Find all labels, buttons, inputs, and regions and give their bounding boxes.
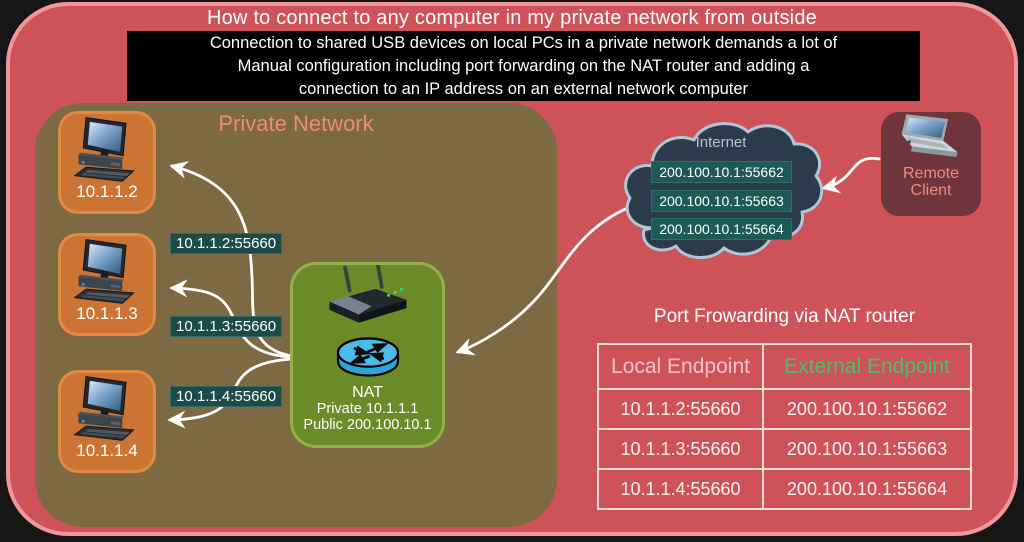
private-network-label: Private Network [218, 111, 374, 136]
pc-ip-label: 10.1.1.2 [76, 182, 138, 201]
port-forwarding-table: Local Endpoint External Endpoint 10.1.1.… [597, 343, 972, 510]
internet-label: Internet [695, 134, 747, 151]
desktop-computer-icon [73, 117, 135, 182]
external-endpoint-header: External Endpoint [762, 343, 972, 390]
table-row: 10.1.1.2:55660 200.100.10.1:55662 [597, 388, 972, 430]
table-cell: 10.1.1.3:55660 [597, 428, 764, 470]
router-symbol-icon [336, 337, 399, 377]
port-label-3: 10.1.1.4:55660 [170, 386, 283, 407]
port-label-2: 10.1.1.3:55660 [170, 316, 283, 337]
pc-box-1: 10.1.1.2 [58, 111, 156, 214]
nat-router-box: NAT Private 10.1.1.1 Public 200.100.10.1 [290, 262, 445, 448]
internet-cloud: Internet 200.100.10.1:55662 200.100.10.1… [616, 116, 826, 274]
table-cell: 10.1.1.4:55660 [597, 468, 764, 510]
port-table-title: Port Frowarding via NAT router [653, 306, 916, 327]
external-endpoint-1: 200.100.10.1:55662 [651, 161, 792, 183]
note-line: connection to an IP address on an extern… [298, 80, 749, 98]
laptop-icon [901, 114, 958, 158]
note-line: Manual configuration including port forw… [237, 57, 810, 75]
pc-ip-label: 10.1.1.3 [76, 304, 138, 323]
table-cell: 200.100.10.1:55663 [762, 428, 972, 470]
nat-public-ip: Public 200.100.10.1 [303, 417, 432, 433]
pc-box-2: 10.1.1.3 [58, 233, 156, 336]
table-row: 10.1.1.4:55660 200.100.10.1:55664 [597, 468, 972, 510]
table-cell: 200.100.10.1:55664 [762, 468, 972, 510]
nat-label: NAT [352, 384, 383, 401]
external-endpoint-3: 200.100.10.1:55664 [651, 218, 792, 240]
remote-client-box: Remote Client [881, 112, 981, 216]
description-note: Connection to shared USB devices on loca… [127, 31, 920, 101]
desktop-computer-icon [73, 239, 135, 304]
remote-client-label: Remote Client [902, 165, 960, 199]
port-label-1: 10.1.1.2:55660 [170, 233, 283, 254]
table-cell: 200.100.10.1:55662 [762, 388, 972, 430]
nat-private-ip: Private 10.1.1.1 [316, 401, 419, 417]
table-header-row: Local Endpoint External Endpoint [597, 343, 972, 390]
table-cell: 10.1.1.2:55660 [597, 388, 764, 430]
local-endpoint-header: Local Endpoint [597, 343, 764, 390]
page-title: How to connect to any computer in my pri… [207, 7, 817, 29]
pc-box-3: 10.1.1.4 [58, 370, 156, 473]
wireless-router-icon [329, 265, 406, 323]
note-line: Connection to shared USB devices on loca… [209, 34, 838, 52]
pc-ip-label: 10.1.1.4 [76, 441, 138, 460]
external-endpoint-2: 200.100.10.1:55663 [651, 190, 792, 212]
table-row: 10.1.1.3:55660 200.100.10.1:55663 [597, 428, 972, 470]
desktop-computer-icon [73, 376, 135, 441]
